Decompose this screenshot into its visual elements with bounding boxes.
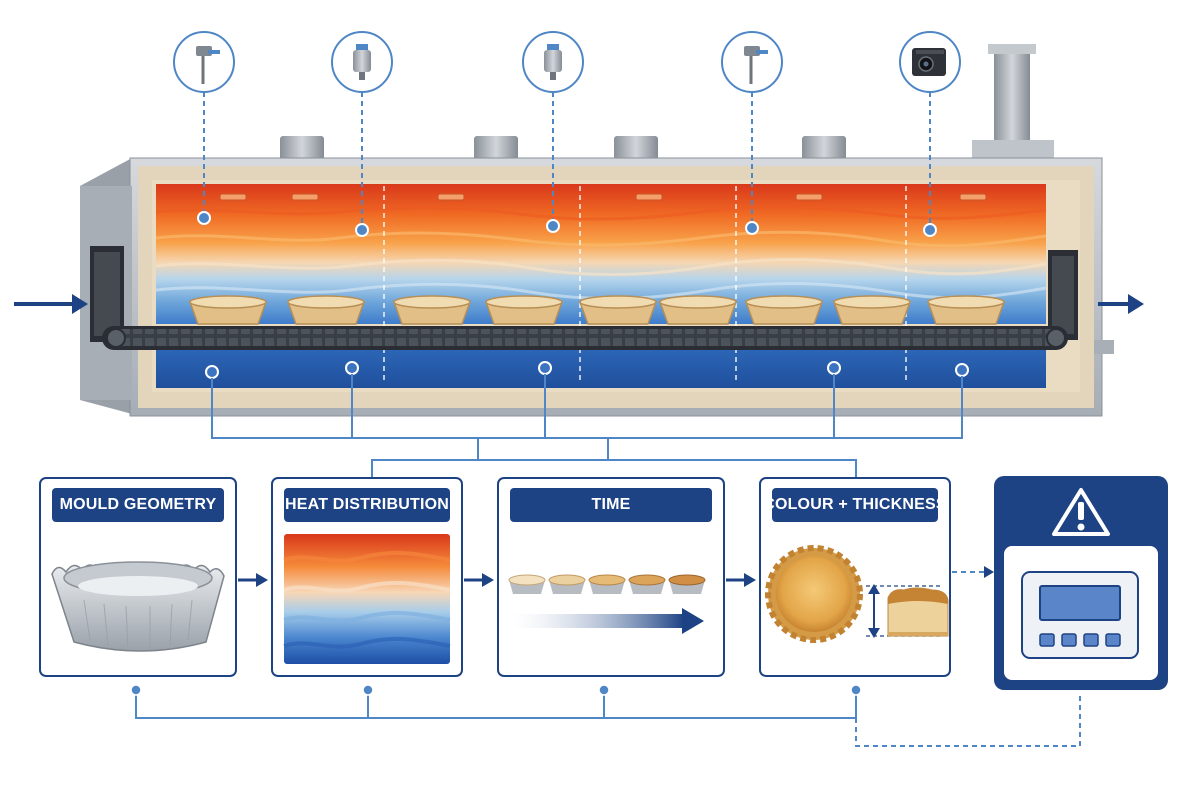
lower-probe-points — [205, 361, 969, 379]
sensor-probe-points — [197, 211, 937, 237]
panel-title-colour-thickness: COLOUR + THICKNESS — [763, 488, 947, 522]
panel-arrows — [238, 573, 756, 587]
tarts-on-conveyor — [188, 295, 1006, 325]
temperature-probe-icon[interactable] — [721, 31, 783, 93]
crust-colour-sample — [765, 545, 863, 643]
panel-title-mould-geometry: MOULD GEOMETRY — [52, 488, 224, 522]
tart-mould-illustration — [51, 561, 225, 652]
top-vents — [280, 136, 846, 160]
control-unit[interactable] — [994, 476, 1168, 690]
outflow-arrow — [1098, 294, 1144, 314]
panel-title-heat-distribution: HEAT DISTRIBUTION — [284, 488, 450, 522]
panel-title-time: TIME — [510, 488, 712, 522]
cylindrical-sensor-icon[interactable] — [331, 31, 393, 93]
heat-distribution-map — [283, 534, 451, 664]
panel-connectors — [130, 566, 1081, 747]
chimney — [972, 44, 1054, 162]
temperature-probe-icon[interactable] — [173, 31, 235, 93]
thickness-measurement — [866, 584, 949, 638]
data-bus-lines — [211, 374, 963, 480]
sensor-leader-lines — [203, 92, 931, 228]
inflow-arrow — [14, 294, 88, 314]
heater-elements — [219, 193, 987, 201]
lower-chamber — [156, 346, 1046, 388]
baking-time-progression — [508, 574, 706, 634]
cylindrical-sensor-icon[interactable] — [522, 31, 584, 93]
oven-exit — [1048, 250, 1078, 340]
conveyor-belt — [102, 326, 1068, 350]
camera-icon[interactable] — [899, 31, 961, 93]
warning-triangle-icon — [1052, 488, 1110, 536]
